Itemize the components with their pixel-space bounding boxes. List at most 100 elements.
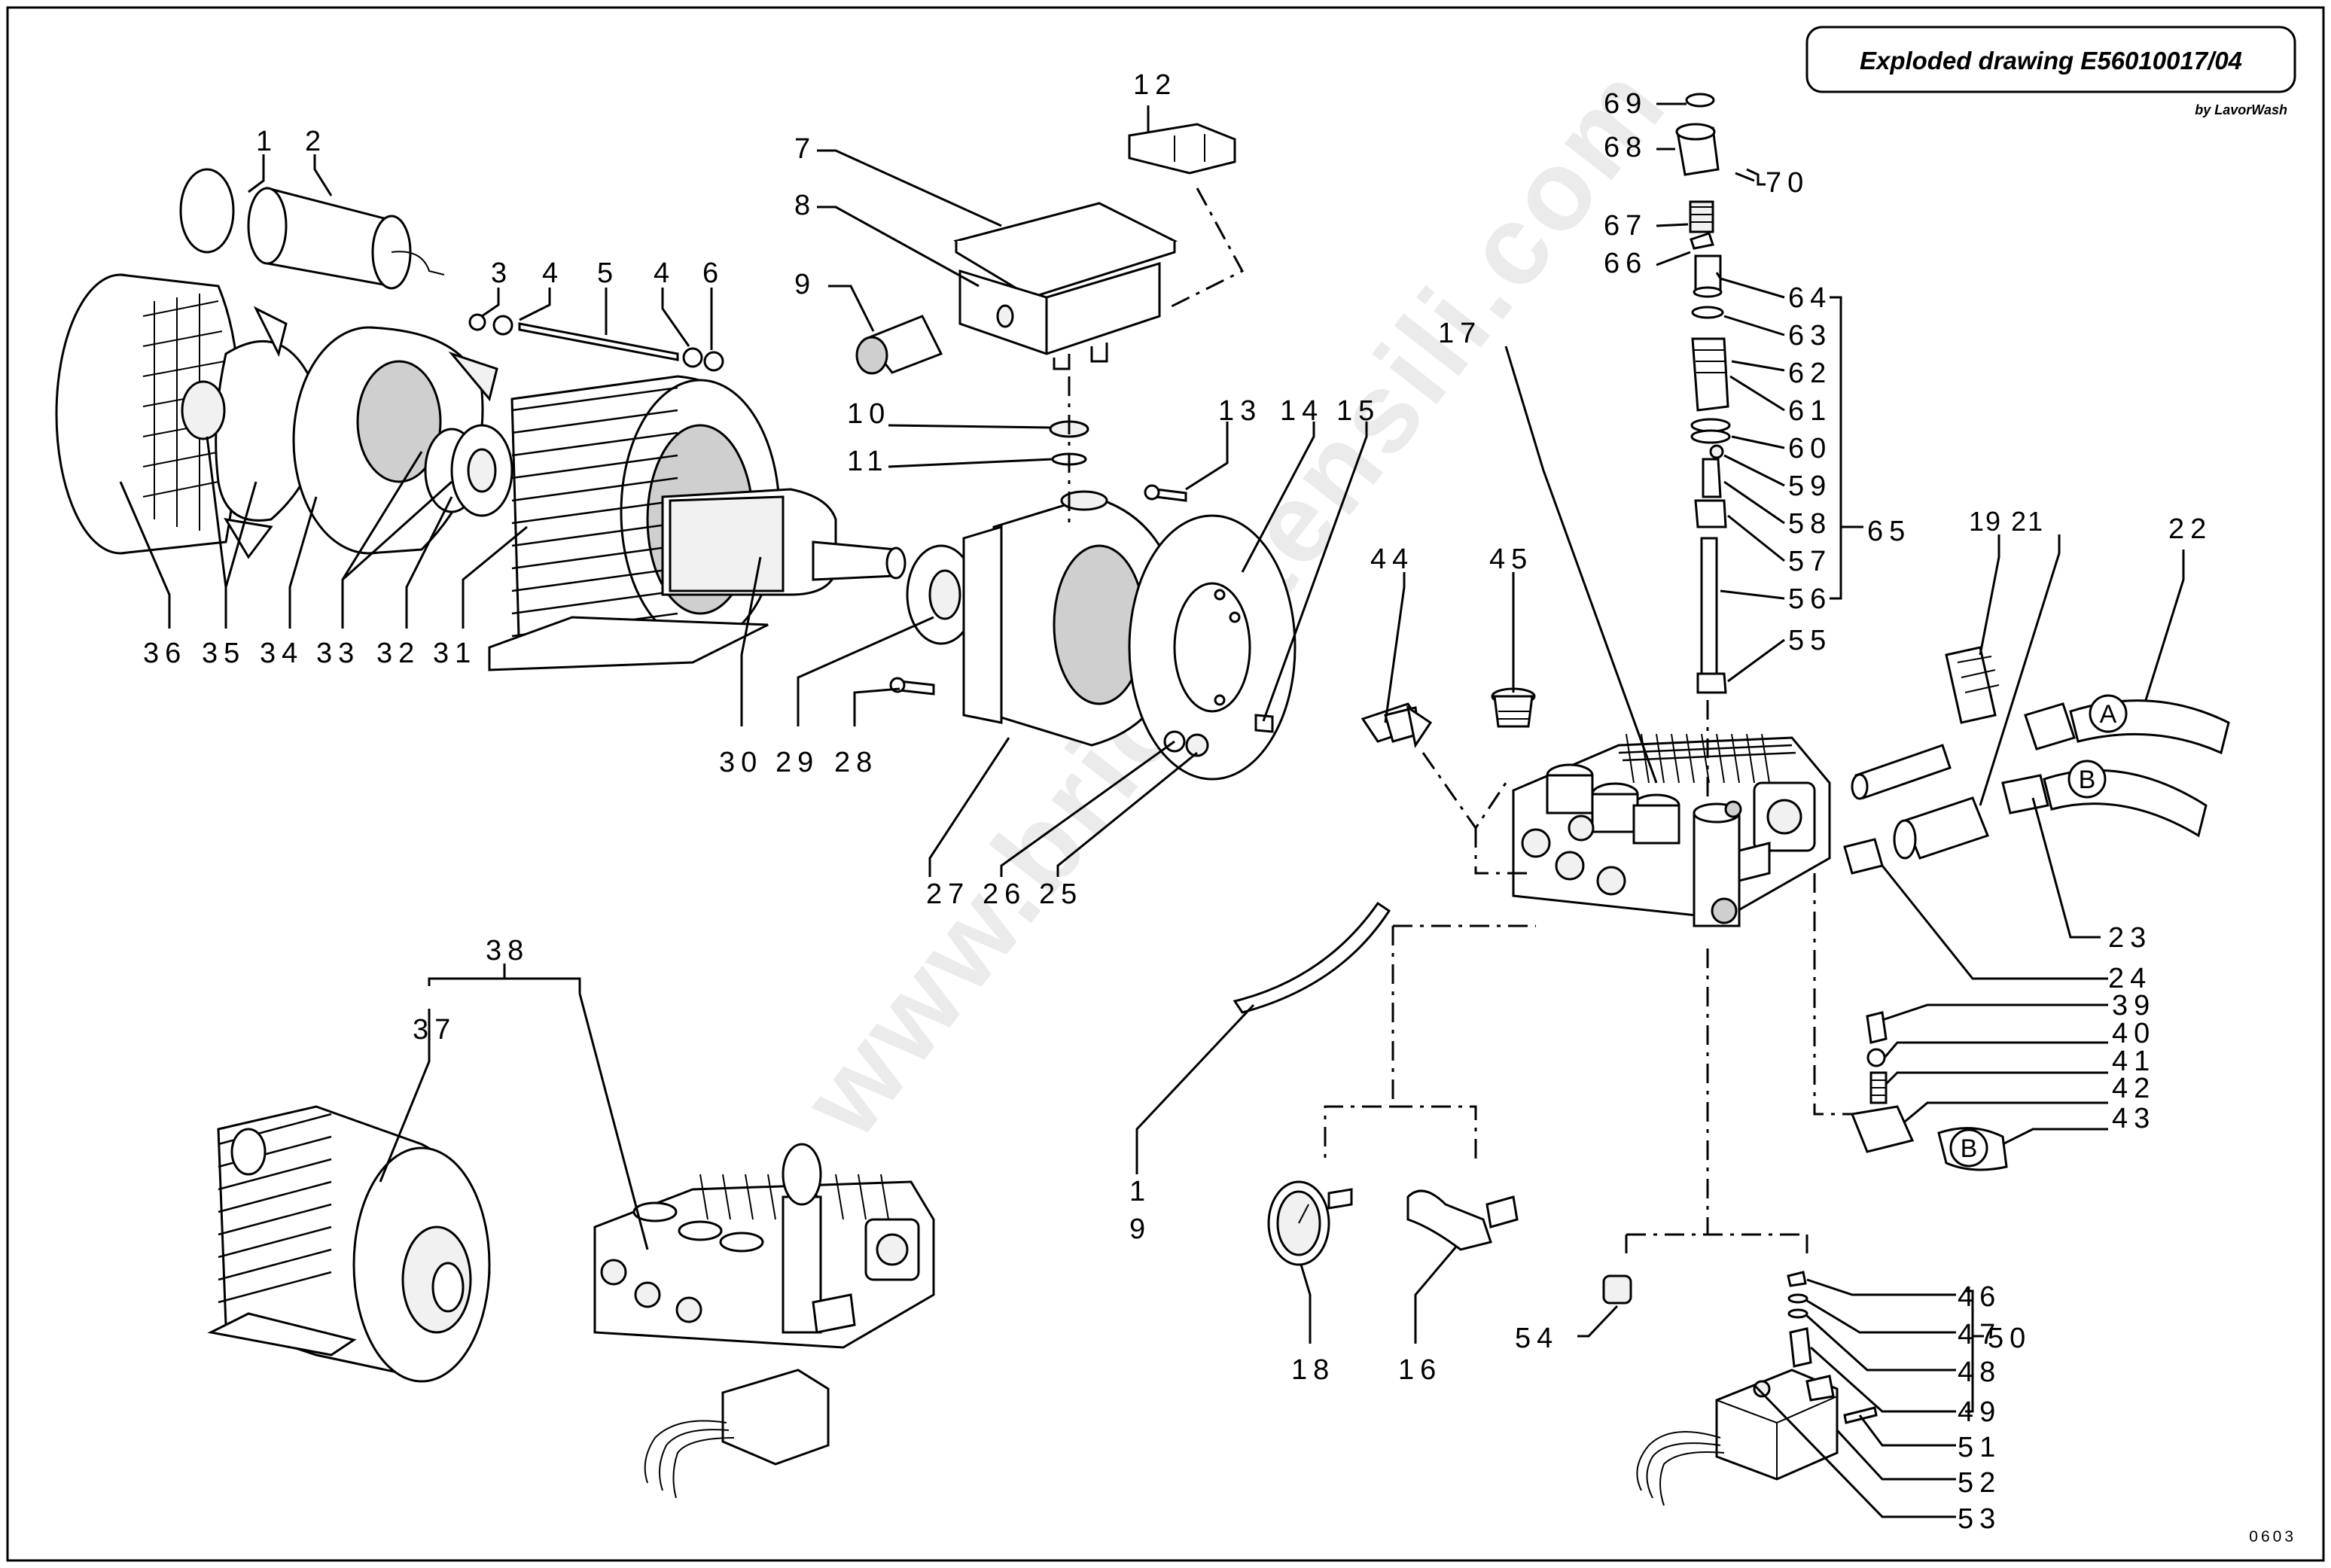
callout-16: 16	[1398, 1354, 1442, 1386]
callout-37: 37	[413, 1014, 456, 1046]
callout-61: 61	[1788, 395, 1832, 427]
callout-6: 6	[702, 257, 724, 289]
title-block: Exploded drawing E56010017/04 by LavorWa…	[1805, 26, 2296, 117]
fan	[181, 306, 356, 559]
pressure-gauge	[1267, 1180, 1353, 1266]
callout-labels: 1 2 3 4 5 4 6 36 35 34 33 32 31 30 29 28…	[143, 69, 2206, 1535]
terminal-box-group	[855, 123, 1245, 527]
callout-50: 50	[1988, 1323, 2031, 1354]
title-box	[1805, 26, 2296, 93]
callout-17: 17	[1438, 318, 1482, 349]
callout-43: 43	[2112, 1103, 2156, 1134]
stator-housing	[488, 375, 781, 671]
gauge-adapter	[1406, 1189, 1519, 1251]
callout-15: 15	[1336, 395, 1380, 427]
callout-28: 28	[834, 747, 878, 778]
callout-29: 29	[775, 747, 819, 778]
bearing-front	[906, 544, 977, 645]
callout-53: 53	[1958, 1503, 2001, 1535]
callout-23: 23	[2108, 922, 2152, 954]
callout-38: 38	[486, 935, 529, 967]
rotor	[661, 488, 906, 596]
callout-48: 48	[1958, 1356, 2001, 1388]
callout-32: 32	[376, 638, 420, 669]
flange-plate	[1128, 514, 1297, 781]
bypass-hose	[1233, 901, 1391, 1014]
callout-67: 67	[1604, 210, 1647, 242]
callout-69: 69	[1604, 88, 1647, 120]
motor-exploded-group	[55, 168, 1297, 781]
safety-valve: B	[1850, 1011, 2008, 1171]
callout-35: 35	[202, 638, 245, 669]
callout-49: 49	[1958, 1396, 2001, 1428]
pump-head	[1512, 733, 1831, 927]
pressure-switch	[1636, 1271, 1878, 1506]
callout-10: 10	[847, 398, 891, 430]
end-shield-rear	[292, 326, 498, 555]
callout-30: 30	[719, 747, 763, 778]
callout-58: 58	[1788, 508, 1832, 540]
callout-66: 66	[1604, 248, 1647, 279]
callout-24: 24	[2108, 963, 2152, 994]
callout-4b: 4	[654, 257, 675, 289]
callout-52: 52	[1958, 1467, 2001, 1499]
callout-57: 57	[1788, 546, 1832, 577]
callout-14: 14	[1280, 395, 1324, 427]
callout-42: 42	[2112, 1073, 2156, 1104]
callout-26: 26	[983, 878, 1026, 910]
callout-36: 36	[143, 638, 187, 669]
assembled-motor	[207, 1105, 491, 1383]
assembled-pump	[593, 1143, 935, 1499]
callout-5: 5	[597, 257, 619, 289]
callout-60: 60	[1788, 433, 1832, 464]
callout-19-21: 19 21	[1969, 506, 2044, 537]
callout-1: 1	[256, 126, 278, 157]
callout-19-bottom: 1	[1129, 1176, 1151, 1207]
bearing-rear	[424, 424, 513, 517]
leader-lines	[119, 102, 2185, 1518]
hose-b: B	[1893, 760, 2208, 860]
callout-70: 70	[1766, 167, 1809, 199]
hose-a: A	[2024, 694, 2230, 755]
callout-65: 65	[1867, 516, 1911, 547]
callout-63: 63	[1788, 320, 1832, 352]
callout-33: 33	[316, 638, 360, 669]
callout-25: 25	[1039, 878, 1083, 910]
callout-40: 40	[2112, 1018, 2156, 1049]
callout-12: 12	[1133, 69, 1177, 101]
sheet-code: 0603	[2249, 1528, 2296, 1545]
callout-19-bottom2: 9	[1129, 1213, 1151, 1245]
callout-3: 3	[491, 257, 513, 289]
callout-46: 46	[1958, 1281, 2001, 1313]
callout-7: 7	[794, 133, 816, 165]
callout-2: 2	[305, 126, 327, 157]
drawing-frame	[6, 6, 2325, 1562]
callout-47: 47	[1958, 1319, 2001, 1350]
drawing-subtitle: by LavorWash	[2195, 102, 2287, 117]
bypass-tube	[1851, 646, 2000, 800]
oil-plug	[1491, 687, 1536, 728]
callout-51: 51	[1958, 1432, 2001, 1463]
callout-31: 31	[433, 638, 477, 669]
callout-27: 27	[926, 878, 970, 910]
pump-exploded-group: A B B	[1233, 93, 2230, 1506]
callout-4a: 4	[542, 257, 564, 289]
callout-62: 62	[1788, 358, 1832, 389]
callout-9: 9	[794, 269, 816, 300]
connector-letter-b: B	[2079, 766, 2096, 794]
capacitor	[179, 168, 445, 290]
callout-11: 11	[847, 446, 888, 477]
callout-55: 55	[1788, 625, 1832, 656]
tie-rod	[468, 313, 724, 372]
screw-15	[1254, 714, 1274, 733]
callout-13: 13	[1218, 395, 1262, 427]
terminal-block	[1128, 123, 1236, 175]
callout-54: 54	[1515, 1323, 1559, 1354]
callout-41: 41	[2112, 1046, 2156, 1077]
callout-18: 18	[1291, 1354, 1335, 1386]
seal-54	[1602, 1274, 1632, 1305]
outlet-nipple	[1843, 838, 1884, 875]
unloader-valve	[1675, 93, 1766, 798]
callout-56: 56	[1788, 583, 1832, 615]
